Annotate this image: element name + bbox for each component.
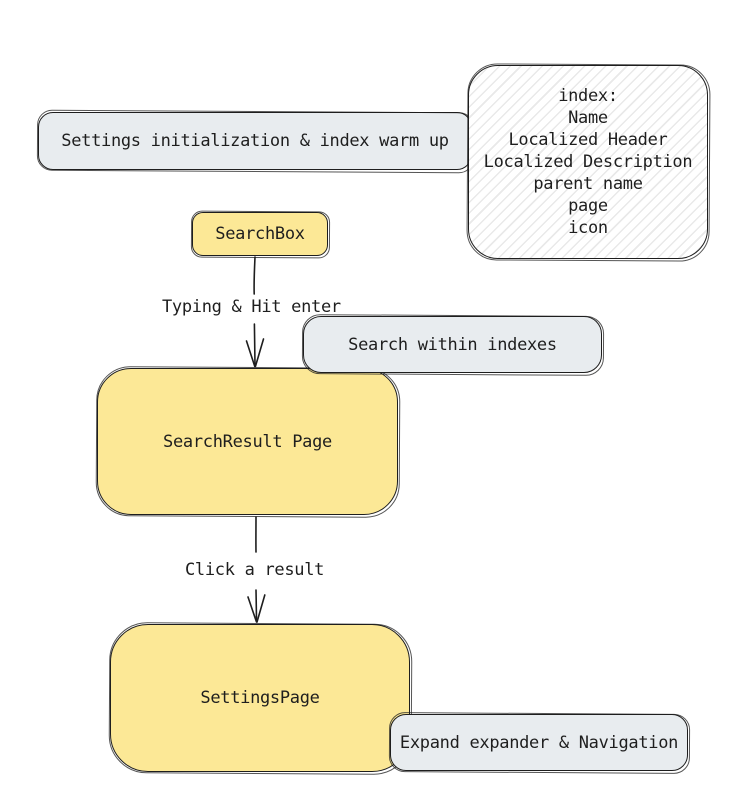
node-searchresult-page: SearchResult Page	[97, 368, 398, 515]
node-settings-page: SettingsPage	[110, 624, 410, 772]
node-label: SearchBox	[215, 224, 305, 244]
node-label: Settings initialization & index warm up	[61, 131, 449, 151]
edge-typing-label: Typing & Hit enter	[162, 297, 341, 317]
arrowhead-down-icon	[245, 338, 265, 368]
index-fields-list: index: Name Localized Header Localized D…	[484, 85, 693, 239]
node-index-fields: index: Name Localized Header Localized D…	[468, 65, 708, 259]
node-label: SearchResult Page	[163, 431, 332, 452]
index-field-line: index:	[558, 86, 618, 106]
index-field-line: parent name	[533, 174, 643, 194]
node-settings-initialization: Settings initialization & index warm up	[38, 112, 472, 170]
edge-click-label: Click a result	[185, 560, 325, 580]
node-search-within-indexes: Search within indexes	[303, 316, 602, 373]
arrowhead-down-icon	[247, 594, 266, 623]
index-field-line: Localized Description	[483, 152, 693, 172]
node-label: Search within indexes	[348, 334, 557, 355]
index-field-line: page	[568, 196, 608, 216]
index-field-line: icon	[568, 218, 608, 238]
index-field-line: Localized Header	[508, 130, 668, 150]
node-label: Expand expander & Navigation	[399, 732, 679, 753]
node-searchbox: SearchBox	[192, 212, 328, 256]
node-expand-navigation: Expand expander & Navigation	[390, 714, 688, 771]
index-field-line: Name	[568, 108, 608, 128]
node-label: SettingsPage	[200, 688, 320, 708]
